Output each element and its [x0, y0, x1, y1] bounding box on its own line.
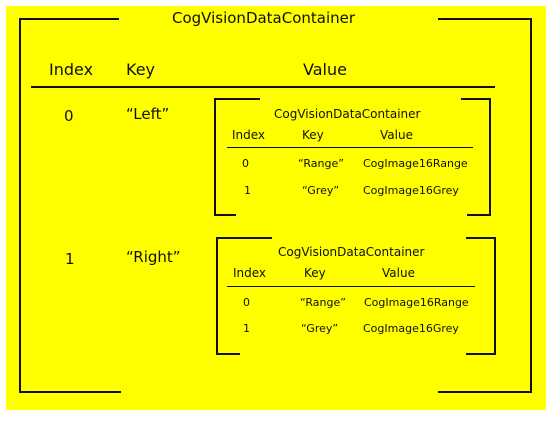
inner-1-header-value: Value	[382, 266, 415, 280]
inner-0-row-0-key: “Range”	[298, 157, 344, 170]
inner-0-row-0-index: 0	[242, 157, 249, 170]
inner-0-frame-right	[489, 98, 491, 216]
inner-0-frame-top-right	[461, 98, 491, 100]
inner-0-row-1-index: 1	[244, 184, 251, 197]
inner-0-header-divider	[227, 147, 473, 148]
outer-header-value: Value	[303, 60, 347, 79]
outer-frame-right	[530, 18, 532, 393]
inner-1-header-index: Index	[233, 266, 267, 280]
outer-header-divider	[31, 86, 495, 88]
inner-0-row-1-value: CogImage16Grey	[363, 184, 459, 197]
outer-header-key: Key	[126, 60, 156, 79]
inner-1-row-1-index: 1	[243, 322, 250, 335]
inner-1-row-0-key: “Range”	[300, 296, 346, 309]
inner-1-frame-bottom-left	[216, 353, 240, 355]
outer-row-1-index: 1	[65, 250, 75, 268]
outer-row-0-index: 0	[64, 107, 74, 125]
inner-0-header-key: Key	[302, 128, 324, 142]
inner-1-header-divider	[227, 286, 475, 287]
inner-0-row-1-key: “Grey”	[302, 184, 340, 197]
inner-1-title: CogVisionDataContainer	[278, 245, 425, 259]
inner-0-header-index: Index	[232, 128, 266, 142]
outer-row-1-key: “Right”	[126, 248, 181, 266]
inner-0-row-0-value: CogImage16Range	[363, 157, 468, 170]
inner-1-frame-bottom-right	[466, 353, 496, 355]
inner-0-frame-bottom-right	[467, 214, 491, 216]
inner-1-row-0-value: CogImage16Range	[364, 296, 469, 309]
inner-1-frame-top-right	[466, 237, 496, 239]
inner-1-row-1-key: “Grey”	[301, 322, 339, 335]
inner-0-frame-top-left	[214, 98, 260, 100]
inner-1-header-key: Key	[304, 266, 326, 280]
inner-0-frame-left	[214, 98, 216, 216]
outer-frame-top-left	[19, 18, 119, 20]
inner-0-header-value: Value	[380, 128, 413, 142]
inner-1-frame-left	[216, 237, 218, 355]
inner-0-frame-bottom-left	[214, 214, 236, 216]
inner-1-frame-top-left	[216, 237, 272, 239]
inner-1-row-1-value: CogImage16Grey	[363, 322, 459, 335]
inner-1-row-0-index: 0	[243, 296, 250, 309]
outer-frame-left	[19, 18, 21, 393]
diagram-panel: CogVisionDataContainer Index Key Value 0…	[6, 6, 546, 410]
outer-frame-bottom-left	[19, 391, 121, 393]
inner-1-frame-right	[494, 237, 496, 355]
outer-title: CogVisionDataContainer	[172, 9, 356, 27]
inner-0-title: CogVisionDataContainer	[274, 107, 421, 121]
outer-frame-top-right	[438, 18, 532, 20]
outer-frame-bottom-right	[438, 391, 532, 393]
outer-header-index: Index	[49, 60, 94, 79]
outer-row-0-key: “Left”	[126, 105, 170, 123]
